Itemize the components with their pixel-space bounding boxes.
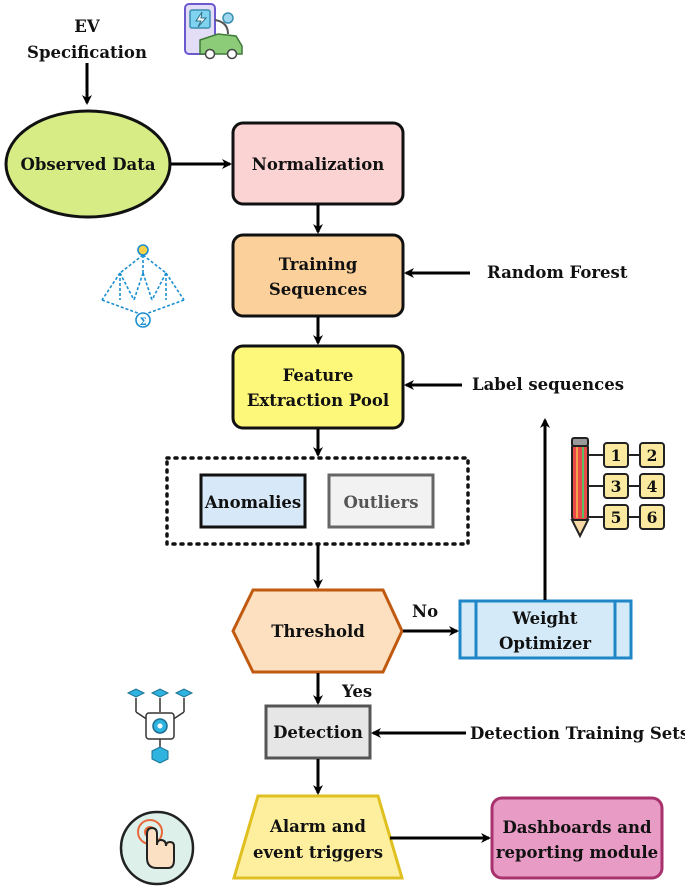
flow-arrows: [82, 63, 550, 843]
dashboards-node: Dashboards and reporting module: [490, 796, 664, 880]
ev-charger-icon: [184, 3, 243, 60]
dashboards-label-line2: reporting module: [496, 843, 658, 862]
random-forest-label: Random Forest: [487, 263, 628, 282]
alarm-label-line1: Alarm and: [269, 817, 366, 836]
normalization-node: Normalization: [231, 121, 405, 206]
anomaly-outlier-group: [165, 456, 470, 546]
grid-number: 2: [647, 446, 658, 465]
weight-label-line2: Optimizer: [499, 634, 591, 653]
threshold-label: Threshold: [271, 622, 365, 641]
training-label-line1: Training: [279, 255, 358, 274]
feature-extraction-node: Feature Extraction Pool: [231, 344, 405, 430]
anomalies-node: Anomalies: [199, 473, 307, 529]
weight-label-line1: Weight: [511, 609, 577, 628]
anomalies-label: Anomalies: [204, 493, 301, 512]
weight-optimizer-node: Weight Optimizer: [458, 599, 633, 660]
grid-number: 5: [611, 508, 622, 527]
threshold-node: Threshold: [231, 588, 404, 674]
pencil-numbers-icon: 1 2 3 4 5 6: [570, 437, 665, 539]
outliers-label: Outliers: [343, 493, 418, 512]
touch-button-icon: [119, 810, 195, 886]
grid-number: 4: [647, 477, 658, 496]
ev-spec-label-line1: EV: [74, 17, 101, 36]
grid-number: 3: [611, 477, 622, 496]
svg-text:Σ: Σ: [139, 317, 146, 328]
observed-data-label: Observed Data: [20, 155, 155, 174]
grid-number: 1: [611, 446, 622, 465]
normalization-label: Normalization: [252, 155, 384, 174]
observed-data-node: Observed Data: [4, 109, 172, 219]
alarm-label-line2: event triggers: [253, 843, 383, 862]
label-sequences-label: Label sequences: [472, 375, 624, 394]
feature-label-line1: Feature: [283, 366, 354, 385]
detection-node: Detection: [264, 704, 372, 760]
detection-label: Detection: [273, 723, 363, 742]
workflow-network-icon: [126, 688, 194, 764]
feature-label-line2: Extraction Pool: [247, 391, 389, 410]
grid-number: 6: [647, 508, 658, 527]
ev-spec-label-line2: Specification: [27, 43, 147, 62]
alarm-node: Alarm and event triggers: [231, 794, 405, 880]
no-edge-label: No: [412, 602, 438, 621]
training-label-line2: Sequences: [269, 280, 367, 299]
detection-training-sets-label: Detection Training Sets: [470, 724, 685, 743]
outliers-node: Outliers: [327, 473, 435, 529]
yes-edge-label: Yes: [341, 682, 372, 701]
training-sequences-node: Training Sequences: [231, 233, 405, 318]
dashboards-label-line1: Dashboards and: [502, 818, 651, 837]
neural-network-icon: Σ: [101, 244, 185, 328]
